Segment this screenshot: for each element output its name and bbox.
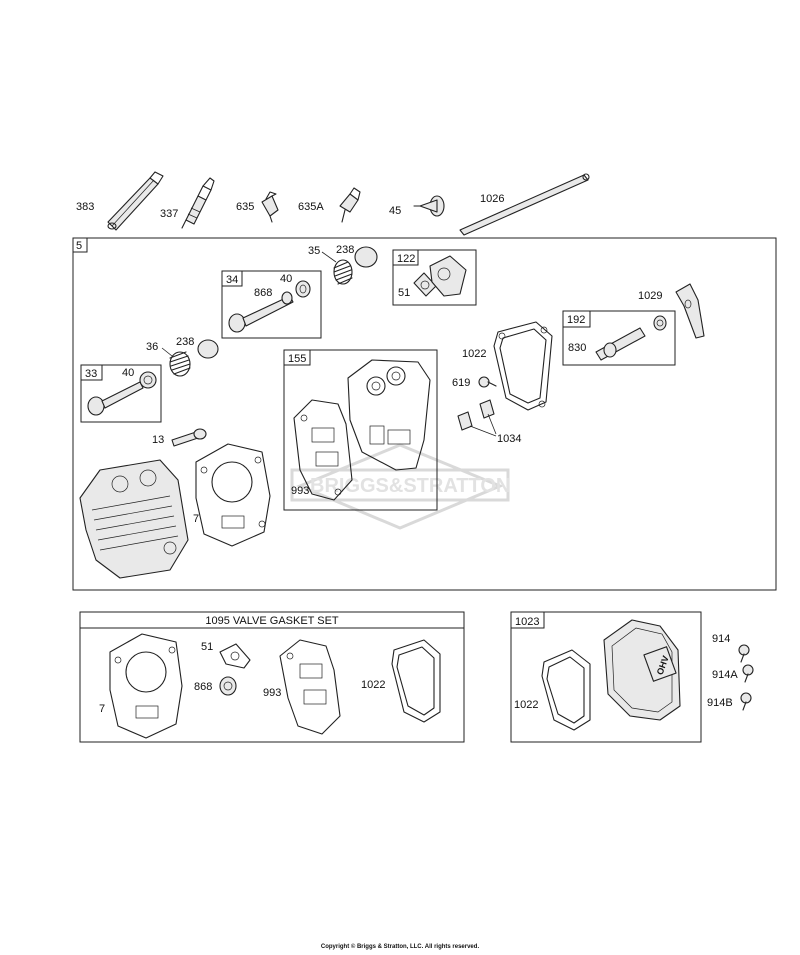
assembly-label: 5 [76,240,82,252]
valve-gasket-set-title: 1095 VALVE GASKET SET [205,615,339,627]
valve-cover-kit-box [510,611,702,743]
label-51-upper: 51 [398,287,410,299]
label-914B: 914B [707,697,733,709]
label-1023: 1023 [515,616,539,628]
label-45: 45 [389,205,401,217]
part-383-dipstick-tube [107,171,164,231]
brand-watermark: BRIGGS&STRATTON [290,443,510,530]
subassembly-122-label-box [392,249,419,266]
assembly-label-box [72,237,88,253]
part-619-screw [478,376,497,388]
subassembly-34-label-box [221,270,243,287]
valve-gasket-set-box [79,611,465,743]
label-36: 36 [146,341,158,353]
label-1034: 1034 [497,433,521,445]
label-155: 155 [288,353,306,365]
subassembly-192-label-box [562,310,591,328]
label-1022-assembly: 1022 [462,348,486,360]
set-part-51-gasket [219,643,251,669]
label-40-upper: 40 [280,273,292,285]
subassembly-155-label-box [283,349,311,366]
label-238-top: 238 [336,244,354,256]
label-33: 33 [85,368,97,380]
subassembly-34-box [221,270,322,339]
watermark-text: BRIGGS&STRATTON [310,475,510,497]
copyright-notice: Copyright © Briggs & Stratton, LLC. All … [320,944,480,950]
part-635A-terminal [339,187,361,223]
kit-part-valve-cover: OHV [603,619,681,721]
label-35: 35 [308,245,320,257]
label-13: 13 [152,434,164,446]
label-635: 635 [236,201,254,213]
part-7-head-gasket [195,443,271,547]
set-part-993-gasket [279,639,341,735]
label-1022-cover: 1022 [514,699,538,711]
kit-part-914-screw [738,644,750,663]
part-337-spark-plug [181,177,215,229]
part-45-valve-tappet [413,195,445,217]
label-7-set: 7 [99,703,105,715]
label-635A: 635A [298,201,324,213]
label-40-lower: 40 [122,367,134,379]
label-993-assembly: 993 [291,485,309,497]
subassembly-192-box [562,310,676,366]
label-619: 619 [452,377,470,389]
part-238-cap-left [197,339,219,359]
label-7-assembly: 7 [193,513,199,525]
label-868-set: 868 [194,681,212,693]
part-35-valve-spring [333,259,353,285]
label-238-left: 238 [176,336,194,348]
part-1026-push-rod [459,173,590,236]
cylinder-head-assembly-box [72,237,777,591]
label-337: 337 [160,208,178,220]
part-33-intake-valve [87,371,157,416]
kit-part-914B-screw [740,692,752,711]
kit-part-914A-screw [742,664,754,683]
valve-cover-kit-label-box [510,611,545,629]
label-830: 830 [568,342,586,354]
part-1029-rocker-arm [675,283,705,339]
kit-part-1022-gasket [541,649,591,731]
subassembly-122-box [392,249,477,306]
part-34-exhaust-valve [228,280,311,333]
part-155-head-plate [347,359,431,471]
part-1034-clip [457,399,495,431]
part-36-valve-spring [169,351,191,377]
label-914: 914 [712,633,730,645]
label-993-set: 993 [263,687,281,699]
part-122-breather [413,255,467,297]
label-1029: 1029 [638,290,662,302]
label-914A: 914A [712,669,738,681]
label-34: 34 [226,274,238,286]
part-993-head-gasket-inner [293,399,353,501]
label-51-set: 51 [201,641,213,653]
part-635-terminal [261,191,279,223]
label-192: 192 [567,314,585,326]
label-383: 383 [76,201,94,213]
subassembly-33-box [80,364,162,423]
label-122: 122 [397,253,415,265]
part-1022-cover-gasket [493,321,553,411]
part-830-rocker-stud [595,315,667,361]
label-1026: 1026 [480,193,504,205]
set-part-868-seal [219,676,237,696]
subassembly-33-label-box [80,364,103,381]
part-238-valve-cap [354,246,378,268]
subassembly-155-box [283,349,438,511]
set-part-7-head-gasket [109,633,183,739]
set-part-1022-cover-gasket [391,639,441,723]
part-cylinder-head [79,459,189,579]
part-13-head-bolt [171,428,207,447]
label-1022-set: 1022 [361,679,385,691]
label-868-upper: 868 [254,287,272,299]
